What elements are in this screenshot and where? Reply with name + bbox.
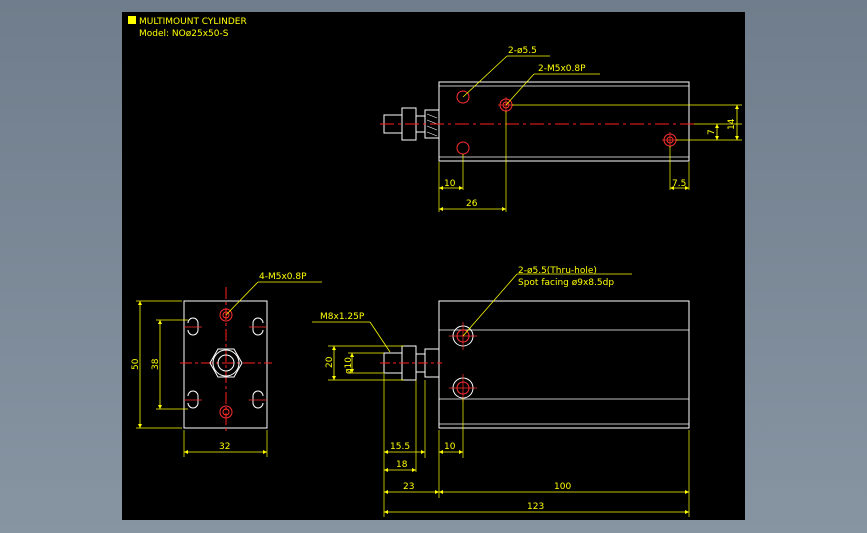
end-side-slot	[252, 317, 264, 336]
callout-top-taps: 2-M5x0.8P	[538, 64, 586, 74]
dim-top-7-5: 7.5	[672, 179, 686, 189]
dim-side-18: 18	[396, 460, 408, 470]
cad-drawing: MULTIMOUNT CYLINDER Model: NOø25x50-S 2-…	[128, 16, 742, 517]
end-slot-centers	[184, 326, 267, 401]
callout-side-line1: 2-ø5.5(Thru-hole)	[518, 266, 597, 276]
dim-top-14: 14	[727, 118, 737, 130]
dim-end-32: 32	[219, 442, 230, 452]
end-tap-hole	[219, 308, 233, 322]
end-side-slot	[187, 317, 199, 336]
title-swatch	[128, 16, 136, 24]
callout-side-line2: Spot facing ø9x8.5dp	[518, 278, 614, 288]
leader-line	[505, 73, 535, 106]
dim-side-10: 10	[444, 442, 456, 452]
end-rod-circle	[217, 354, 235, 372]
top-bushing-hatch	[426, 113, 438, 137]
dim-end-50: 50	[131, 358, 141, 370]
end-nut-circle	[212, 349, 240, 377]
leader-line	[462, 273, 518, 337]
cad-viewport[interactable]: MULTIMOUNT CYLINDER Model: NOø25x50-S 2-…	[122, 12, 745, 520]
dim-side-15-5: 15.5	[390, 442, 410, 452]
drawing-model: Model: NOø25x50-S	[139, 29, 229, 39]
dim-top-7: 7	[707, 129, 717, 135]
dim-top-26: 26	[466, 199, 478, 209]
leader-line	[225, 281, 259, 316]
dim-side-100: 100	[554, 482, 571, 492]
top-mount-hole	[456, 90, 470, 104]
end-tap-hole	[219, 405, 233, 419]
dim-top-10: 10	[444, 179, 456, 189]
end-tap-hole-inner	[222, 311, 230, 319]
dim-side-23: 23	[403, 482, 414, 492]
end-hex-nut	[209, 348, 243, 378]
top-body-outline	[438, 81, 690, 162]
end-side-slot	[187, 390, 199, 409]
end-side-slot	[252, 390, 264, 409]
leader-line	[369, 321, 391, 353]
callout-top-holes: 2-ø5.5	[508, 46, 537, 56]
dim-end-38: 38	[151, 358, 161, 370]
top-mount-hole	[456, 141, 470, 155]
end-view: 4-M5x0.8P 50 38 32	[131, 272, 322, 457]
thread-label: M8x1.25P	[320, 312, 365, 322]
dim-side-20: 20	[325, 356, 335, 368]
dim-side-phi10: ø10	[344, 357, 354, 374]
dim-side-123: 123	[527, 502, 544, 512]
callout-end-taps: 4-M5x0.8P	[259, 272, 307, 282]
title-block: MULTIMOUNT CYLINDER Model: NOø25x50-S	[128, 16, 247, 39]
top-view: 2-ø5.5 2-M5x0.8P 10 26 7.5 7 14	[380, 46, 742, 212]
side-view: 2-ø5.5(Thru-hole) Spot facing ø9x8.5dp M…	[312, 266, 690, 517]
end-tap-hole-inner	[222, 408, 230, 416]
drawing-title: MULTIMOUNT CYLINDER	[139, 17, 247, 27]
leader-line	[462, 55, 508, 98]
